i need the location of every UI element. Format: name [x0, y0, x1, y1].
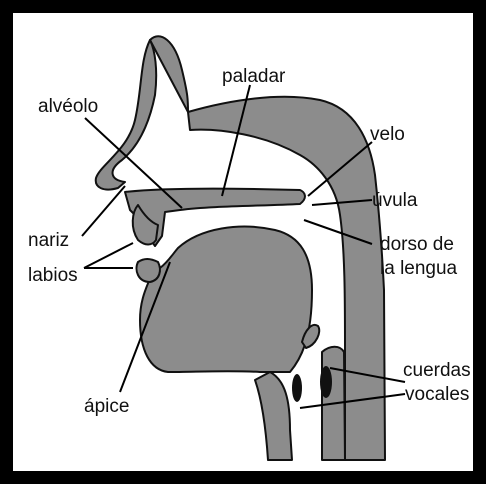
label-labios: labios [28, 265, 78, 286]
label-uvula: úvula [372, 190, 418, 211]
label-cuerdas-line2: vocales [405, 384, 469, 405]
label-alveolo: alvéolo [38, 96, 98, 117]
label-paladar: paladar [222, 66, 286, 87]
label-dorso-line2: la lengua [380, 258, 458, 279]
label-apice: ápice [84, 396, 129, 417]
vocal-fold-right [320, 366, 332, 398]
lower-lip [137, 259, 160, 282]
label-nariz: nariz [28, 230, 69, 251]
label-dorso-line1: dorso de [380, 234, 454, 255]
label-velo: velo [370, 124, 405, 145]
label-cuerdas-line1: cuerdas [403, 360, 471, 381]
vocal-fold-left [292, 374, 302, 402]
